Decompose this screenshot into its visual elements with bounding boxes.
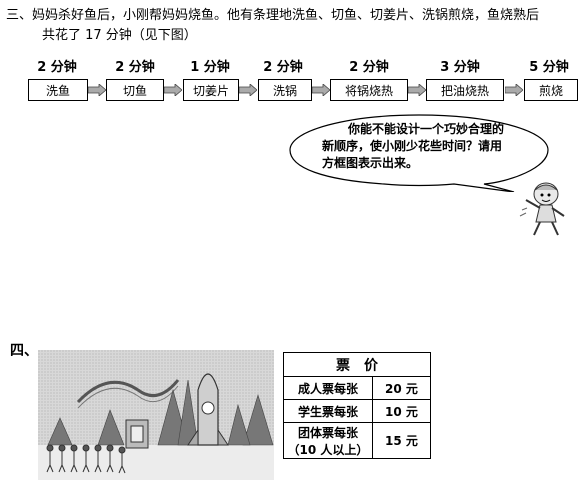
group-ticket-price: 15 元 xyxy=(372,422,431,459)
question-3-line-2: 共花了 17 分钟（见下图） xyxy=(42,28,197,43)
question-4-label: 四、 xyxy=(10,343,38,359)
arrow-icon xyxy=(505,84,523,96)
step-5-box: 将锅烧热 xyxy=(330,79,408,101)
arrow-icon xyxy=(164,84,182,96)
ticket-price-table: 票 价 成人票每张 20 元 学生票每张 10 元 团体票每张 （10 人以上）… xyxy=(283,352,431,459)
step-6-time: 3 分钟 xyxy=(440,60,480,75)
group-ticket-label: 团体票每张 （10 人以上） xyxy=(283,422,373,459)
arrow-icon xyxy=(88,84,106,96)
step-7-time: 5 分钟 xyxy=(529,60,569,75)
step-1-box: 洗鱼 xyxy=(28,79,88,101)
step-3-time: 1 分钟 xyxy=(190,60,230,75)
park-illustration xyxy=(38,350,274,480)
arrow-icon xyxy=(239,84,257,96)
bubble-line-2: 新顺序，使小刚少花些时间？请用 xyxy=(322,139,503,153)
bubble-line-1: 你能不能设计一个巧妙合理的 xyxy=(348,122,505,136)
speech-bubble xyxy=(289,114,549,192)
question-3-text: 三、妈妈杀好鱼后，小刚帮妈妈烧鱼。他有条理地洗鱼、切鱼、切姜片、洗锅煎烧，鱼烧熟… xyxy=(6,6,581,46)
adult-ticket-price: 20 元 xyxy=(372,376,431,400)
step-6-box: 把油烧热 xyxy=(426,79,504,101)
step-5-time: 2 分钟 xyxy=(349,60,389,75)
step-4-box: 洗锅 xyxy=(258,79,312,101)
step-3-box: 切姜片 xyxy=(183,79,239,101)
adult-ticket-label: 成人票每张 xyxy=(283,376,373,400)
step-4-time: 2 分钟 xyxy=(263,60,303,75)
group-ticket-type: 团体票每张 xyxy=(297,425,358,440)
student-ticket-price: 10 元 xyxy=(372,399,431,423)
step-2-time: 2 分钟 xyxy=(115,60,155,75)
step-7-box: 煎烧 xyxy=(524,79,578,101)
group-ticket-note: （10 人以上） xyxy=(287,442,369,457)
arrow-icon xyxy=(312,84,330,96)
student-ticket-label: 学生票每张 xyxy=(283,399,373,423)
step-2-box: 切鱼 xyxy=(106,79,164,101)
step-1-time: 2 分钟 xyxy=(37,60,77,75)
bubble-line-3: 方框图表示出来。 xyxy=(322,156,419,170)
arrow-icon xyxy=(408,84,426,96)
price-table-header: 票 价 xyxy=(283,352,431,377)
question-3-line-1: 三、妈妈杀好鱼后，小刚帮妈妈烧鱼。他有条理地洗鱼、切鱼、切姜片、洗锅煎烧，鱼烧熟… xyxy=(6,8,540,23)
boy-cartoon-icon xyxy=(519,182,565,236)
